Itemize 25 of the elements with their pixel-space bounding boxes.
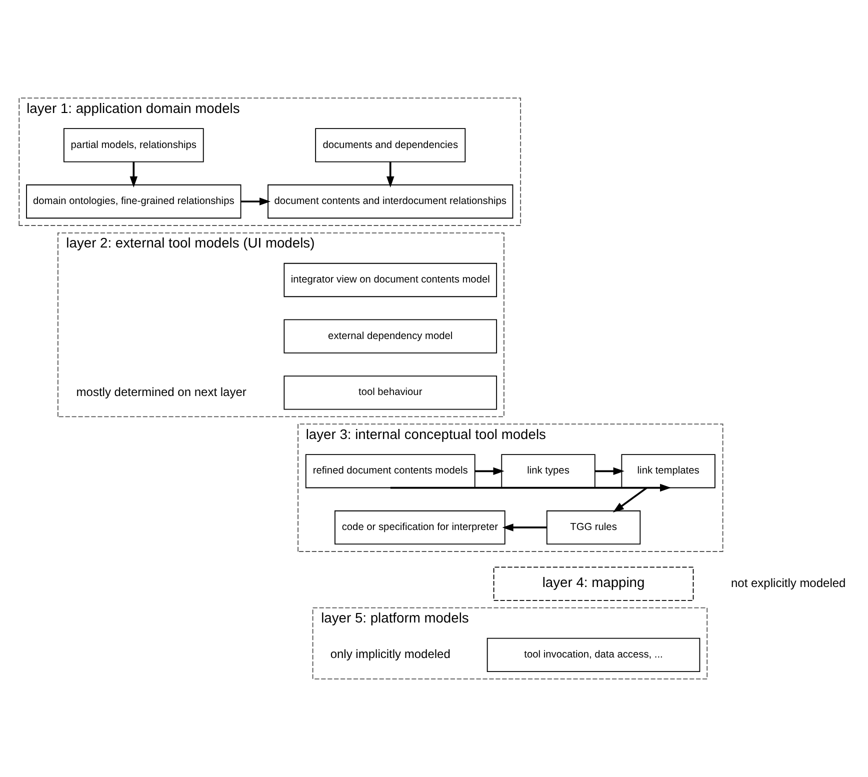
node-box: external dependency model — [284, 319, 498, 354]
node-label: only implicitly modeled — [330, 647, 450, 662]
arrow — [390, 484, 672, 492]
node-box: document contents and interdocument relationships — [268, 184, 514, 219]
node-box: link templates — [621, 454, 716, 488]
node-box: tool behaviour — [284, 376, 498, 410]
node-box: code or specification for interpreter — [334, 510, 506, 545]
arrow — [612, 487, 648, 512]
node-label: not explicitly modeled — [731, 576, 846, 590]
arrow — [130, 162, 138, 188]
node-box: refined document contents models — [305, 454, 476, 488]
node-box: domain ontologies, fine-grained relationships — [26, 184, 242, 219]
node-box: layer 4: mapping — [493, 566, 694, 601]
arrow — [594, 467, 624, 476]
arrow — [240, 198, 271, 206]
arrow — [474, 467, 504, 476]
node-box: documents and dependencies — [315, 128, 466, 162]
node-label: mostly determined on next layer — [76, 384, 246, 399]
node-box: link types — [501, 454, 596, 488]
node-box: partial models, relationships — [63, 128, 204, 162]
node-box: TGG rules — [546, 510, 641, 545]
arrow — [386, 162, 394, 188]
arrow — [502, 524, 547, 532]
node-box: integrator view on document contents model — [284, 262, 498, 298]
node-box: tool invocation, data access, ... — [486, 638, 700, 672]
